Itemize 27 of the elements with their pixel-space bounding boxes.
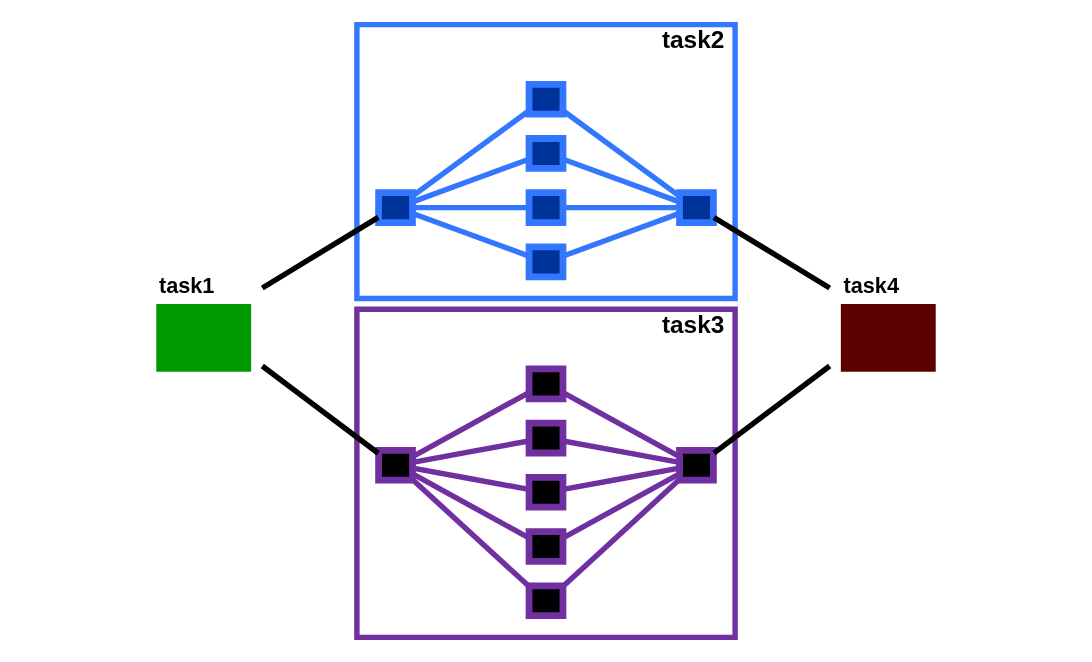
- connector: [260, 363, 380, 456]
- node-box: [525, 243, 567, 281]
- connector: [712, 215, 832, 291]
- connector: [563, 204, 680, 211]
- cluster: task2: [354, 21, 738, 302]
- node-box: [156, 303, 252, 372]
- node-box: [840, 303, 936, 372]
- node-box: [525, 365, 567, 403]
- node-box: [525, 419, 567, 457]
- connector: [410, 477, 531, 589]
- connector: [561, 477, 682, 589]
- node-box: [525, 135, 567, 172]
- connector: [260, 215, 380, 291]
- node-box: [525, 80, 567, 118]
- cluster: task3: [354, 306, 738, 641]
- node-label: task4: [843, 272, 899, 298]
- node-box: [375, 189, 416, 226]
- connector: [412, 204, 529, 211]
- node-box: [676, 446, 717, 484]
- node-box: [676, 189, 717, 226]
- node-box: [525, 474, 567, 511]
- node-label: task1: [158, 272, 215, 298]
- node-box: [525, 582, 567, 620]
- node-box: [375, 446, 416, 484]
- node-box: [525, 528, 567, 565]
- node-box: [525, 189, 567, 226]
- connector: [712, 363, 832, 456]
